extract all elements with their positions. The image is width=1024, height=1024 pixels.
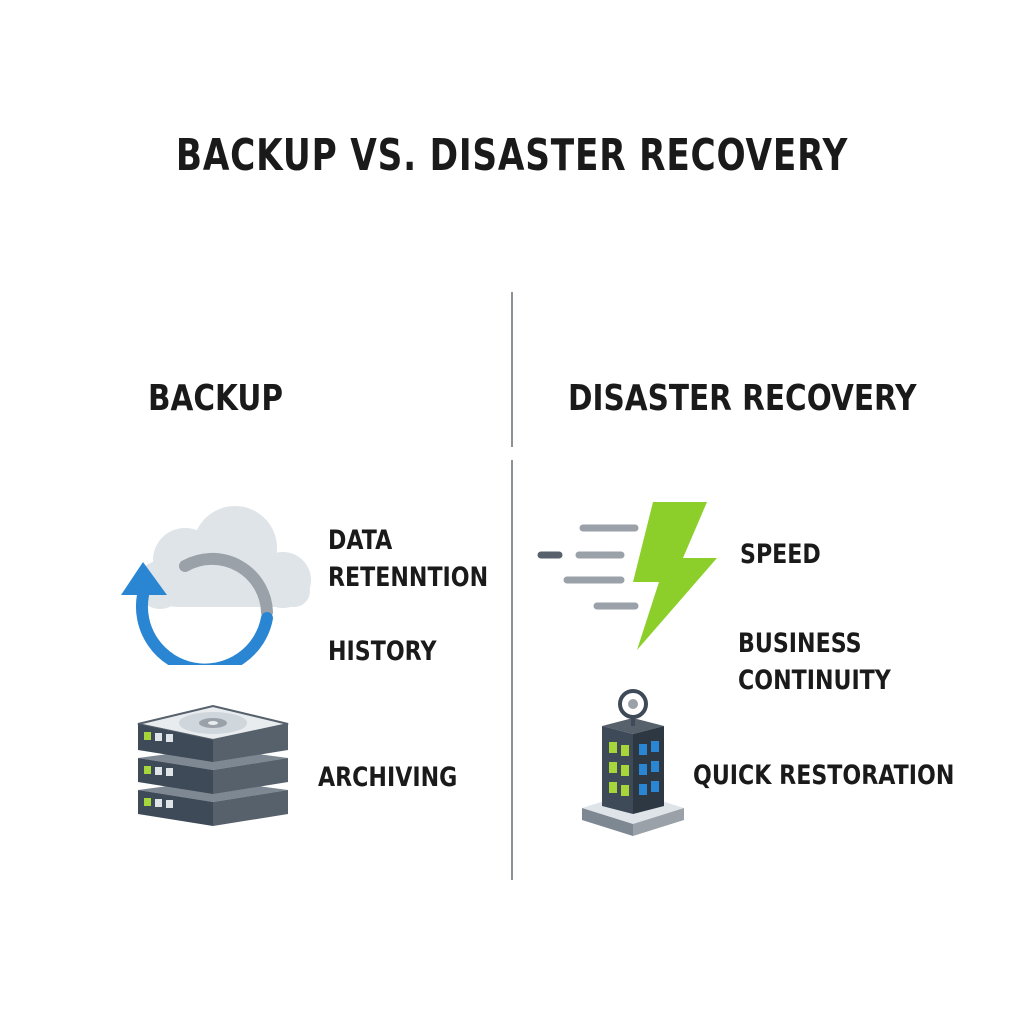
column-divider-top [511, 292, 513, 447]
disaster-recovery-heading: DISASTER RECOVERY [568, 378, 917, 419]
building-location-icon [582, 689, 684, 836]
lightning-bolt-icon [537, 502, 717, 650]
feature-quick-restoration: QUICK RESTORATION [693, 760, 955, 791]
server-stack-icon [137, 704, 289, 826]
feature-data-retention-line2: RETENNTION [328, 562, 489, 593]
feature-history: HISTORY [328, 636, 437, 667]
feature-speed: SPEED [740, 539, 821, 570]
feature-data-retention-line1: DATA [328, 525, 393, 556]
backup-heading: BACKUP [148, 378, 283, 419]
feature-business-continuity-line2: CONTINUITY [738, 665, 891, 696]
page-title: BACKUP VS. DISASTER RECOVERY [175, 130, 849, 181]
column-divider-bottom [511, 460, 513, 880]
feature-archiving: ARCHIVING [318, 762, 458, 793]
feature-business-continuity-line1: BUSINESS [738, 628, 862, 659]
cloud-sync-icon [121, 506, 311, 665]
